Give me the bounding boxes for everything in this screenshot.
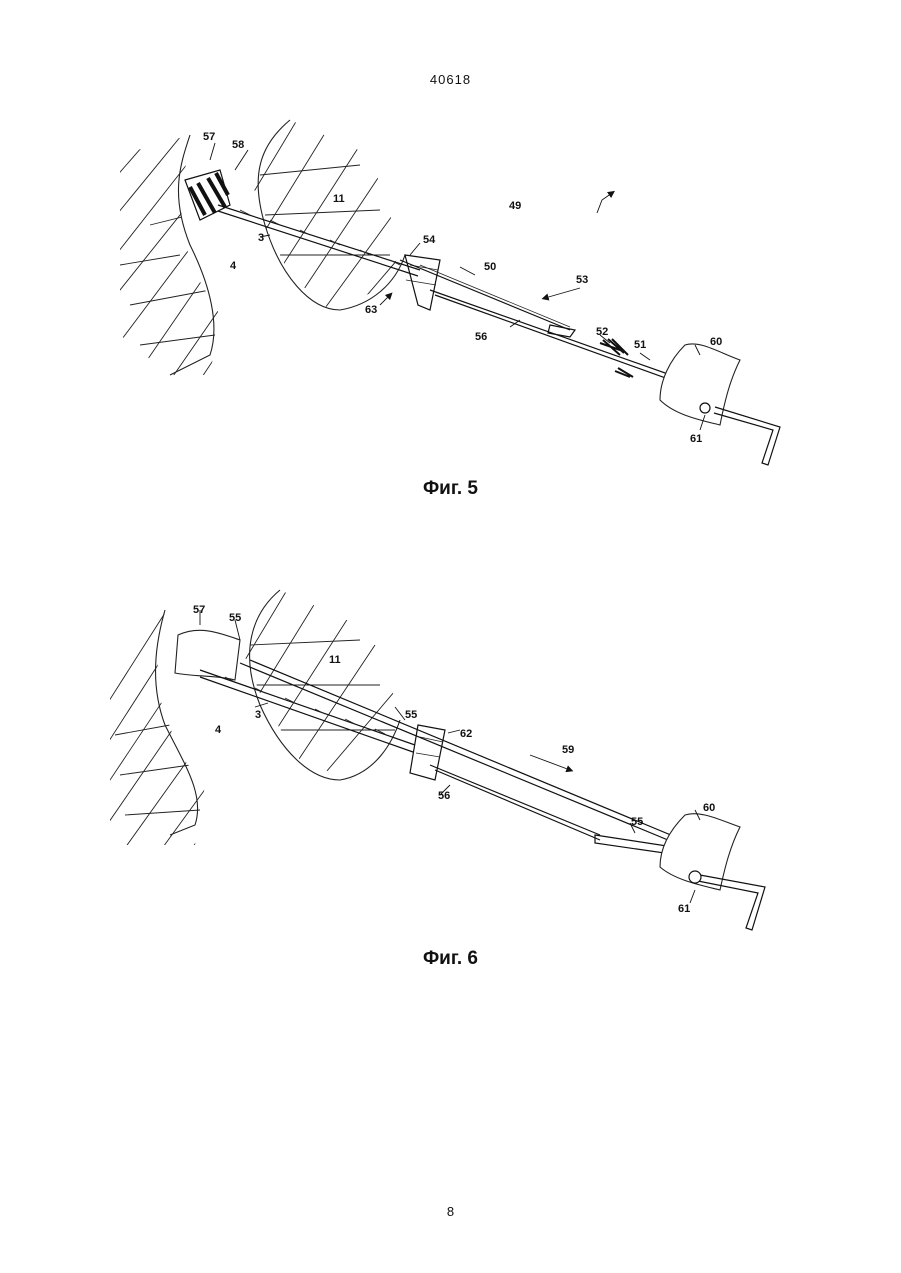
arrow-59 [530,755,570,770]
figure-6-caption: Фиг. 6 [0,948,901,970]
rod-3 [200,670,415,752]
label-61: 61 [678,903,690,915]
label-57: 57 [193,604,205,616]
handle [660,344,780,465]
label-57: 57 [203,131,215,143]
page-number: 8 [0,1204,901,1219]
label-54: 54 [423,234,436,246]
label-49: 49 [509,200,521,212]
document-number: 40618 [0,72,901,87]
rod-3 [218,205,420,276]
guide-block [405,255,440,310]
label-51: 51 [634,339,646,351]
label-4: 4 [215,724,222,736]
label-58: 58 [232,139,244,151]
figure-5-drawing: 57 58 11 49 3 54 4 50 53 63 52 56 51 60 … [100,115,800,475]
figure-6-drawing: 57 55 11 3 55 62 4 59 56 55 60 61 [100,585,800,945]
arrow-53 [545,288,580,298]
label-60: 60 [703,802,715,814]
label-52: 52 [596,326,608,338]
label-61: 61 [690,433,702,445]
label-11: 11 [333,193,345,205]
figure-5-svg: 57 58 11 49 3 54 4 50 53 63 52 56 51 60 … [100,115,800,475]
label-50: 50 [484,261,496,273]
arrow-49 [597,193,612,213]
left-bone-hatched [100,115,250,395]
label-60: 60 [710,336,722,348]
label-3: 3 [255,709,261,721]
label-59: 59 [562,744,574,756]
label-3: 3 [258,232,264,244]
instrument-shafts [400,260,685,385]
label-11: 11 [329,654,341,666]
label-53: 53 [576,274,588,286]
suture-55 [240,660,690,845]
label-4: 4 [230,260,237,272]
label-56: 56 [475,331,487,343]
arrow-63 [380,295,390,305]
figure-6-svg: 57 55 11 3 55 62 4 59 56 55 60 61 [100,585,800,945]
handle [660,814,765,930]
figure-5-caption: Фиг. 5 [0,478,901,500]
label-63: 63 [365,304,377,316]
right-bone-hatched [240,115,410,315]
label-55-top: 55 [229,612,241,624]
label-55-low: 55 [631,816,643,828]
label-62: 62 [460,728,472,740]
right-bone-hatched [230,585,410,785]
label-55-mid: 55 [405,709,417,721]
label-56: 56 [438,790,450,802]
instrument-shafts [430,765,680,855]
